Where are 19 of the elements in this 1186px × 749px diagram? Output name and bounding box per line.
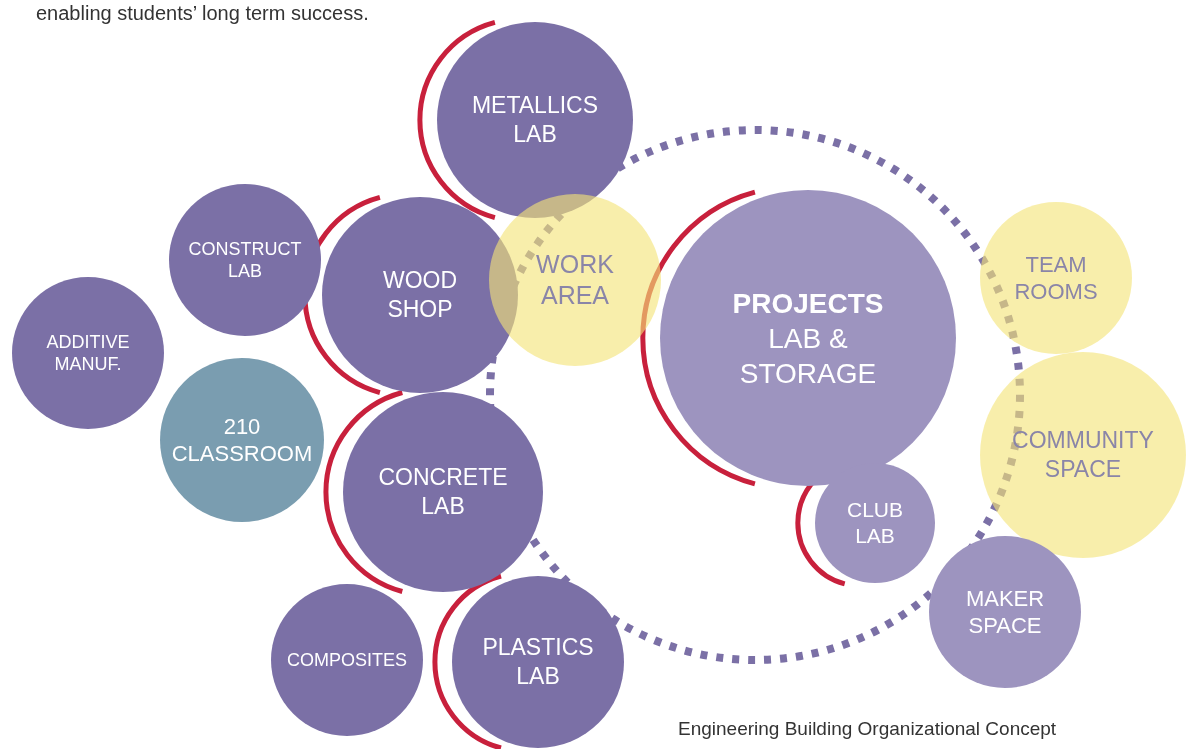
bubble-label: METALLICS LAB [470, 91, 600, 149]
caption: Engineering Building Organizational Concept [678, 718, 1057, 740]
bubble-label: CLUB LAB [846, 496, 904, 549]
bubble-label: PLASTICS LAB [481, 633, 595, 691]
bubble-label: WORK AREA [535, 248, 615, 311]
bubble-label: COMMUNITY SPACE [1011, 426, 1155, 484]
bubble-label: WOOD SHOP [381, 266, 459, 324]
bubble-label: CONCRETE LAB [377, 463, 509, 521]
bubble-label: COMPOSITES [286, 648, 408, 672]
bubble-label: MAKER SPACE [964, 584, 1046, 640]
bubble-label: LAB & STORAGE [738, 321, 878, 391]
lab-bubble [322, 197, 518, 393]
bubble-label: CONSTRUCT LAB [187, 237, 303, 283]
lab-bubble [343, 392, 543, 592]
bubble-label: TEAM ROOMS [1013, 250, 1099, 306]
bubble-label: 210 CLASSROOM [170, 412, 314, 468]
body-text: enabling students’ long term success. [36, 2, 369, 25]
bubble-heading: PROJECTS [731, 286, 885, 321]
bubble-label: ADDITIVE MANUF. [45, 330, 131, 376]
